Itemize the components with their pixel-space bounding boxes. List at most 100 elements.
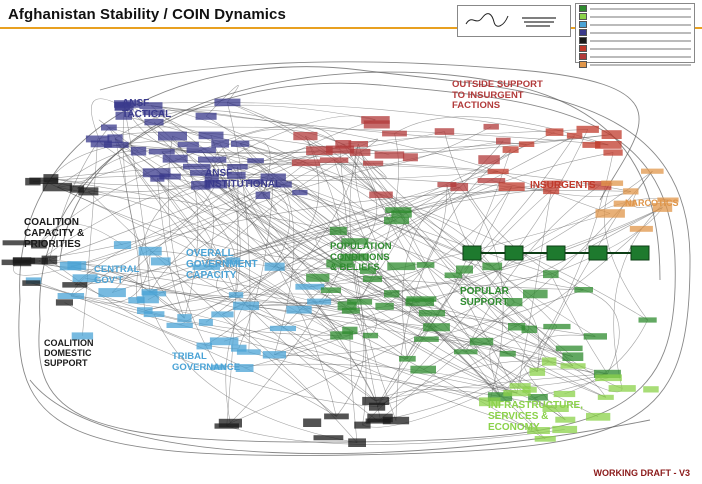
- variable-node: [319, 157, 349, 163]
- causal-edge: [70, 183, 217, 267]
- cluster-label-ansf-tactical: ANSF TACTICAL: [122, 98, 172, 120]
- variable-node: [210, 364, 225, 370]
- causal-edge: [346, 305, 518, 394]
- causal-edge: [453, 275, 574, 357]
- working-draft-label: WORKING DRAFT - V3: [593, 468, 691, 478]
- variable-node: [450, 183, 469, 192]
- causal-edge: [201, 150, 337, 417]
- variable-node: [594, 369, 621, 378]
- variable-node: [225, 257, 241, 265]
- causal-edge: [57, 186, 355, 260]
- causal-edge: [359, 152, 596, 337]
- variable-node: [98, 288, 126, 298]
- causal-edge: [274, 273, 551, 355]
- causal-edge: [112, 186, 512, 293]
- variable-node: [227, 164, 248, 170]
- causal-edge: [227, 102, 454, 276]
- causal-edge: [398, 209, 539, 431]
- cluster-label-overall-govt: OVERALL GOVERNMENT CAPACITY: [186, 248, 258, 281]
- variable-node: [231, 344, 247, 352]
- variable-node: [506, 298, 523, 307]
- variable-node: [211, 139, 229, 148]
- variable-node: [528, 394, 548, 401]
- variable-node: [78, 187, 99, 196]
- legend: [575, 3, 695, 68]
- variable-node: [141, 289, 158, 296]
- variable-node: [293, 131, 318, 141]
- legend-row: [579, 13, 691, 20]
- cluster-label-population: POPULATION CONDITIONS & BELIEFS: [330, 241, 392, 273]
- causal-edge: [244, 170, 653, 369]
- variable-node: [31, 240, 47, 249]
- variable-node: [262, 351, 286, 359]
- variable-node: [85, 135, 110, 143]
- variable-node: [529, 367, 546, 376]
- variable-node: [586, 412, 611, 421]
- variable-node: [444, 272, 463, 279]
- variable-node: [629, 225, 653, 232]
- variable-node: [382, 130, 407, 137]
- variable-node: [233, 301, 259, 311]
- variable-node: [560, 363, 586, 369]
- variable-node: [354, 421, 371, 429]
- variable-node: [57, 293, 85, 299]
- variable-node: [521, 325, 537, 334]
- causal-edge: [150, 105, 499, 172]
- variable-node: [231, 140, 250, 147]
- variable-node: [313, 435, 344, 441]
- variable-node: [502, 146, 519, 153]
- causal-edge: [446, 184, 574, 367]
- cluster-label-insurgents: INSURGENTS: [530, 180, 596, 191]
- variable-node: [543, 270, 559, 279]
- variable-node: [190, 169, 212, 176]
- variable-node: [196, 342, 212, 350]
- variable-node: [138, 246, 162, 256]
- variable-node: [269, 325, 296, 332]
- causal-edge: [149, 292, 508, 354]
- legend-row: [579, 45, 691, 52]
- legend-text-placeholder: [590, 23, 691, 26]
- causal-edge: [99, 61, 640, 201]
- causal-edge: [150, 250, 490, 403]
- causal-edge: [298, 186, 512, 310]
- variable-node: [274, 181, 292, 188]
- variable-node: [101, 124, 117, 131]
- variable-node: [337, 301, 357, 311]
- variable-node: [597, 394, 614, 400]
- legend-swatch: [579, 61, 587, 68]
- legend-text-placeholder: [590, 7, 691, 10]
- causal-edge: [583, 289, 620, 375]
- variable-node: [362, 396, 390, 405]
- variable-node: [487, 168, 509, 175]
- variable-node: [601, 130, 622, 139]
- variable-node: [552, 425, 578, 434]
- variable-node: [12, 257, 36, 264]
- title-rule: [0, 27, 702, 29]
- variable-node: [235, 364, 254, 372]
- variable-node: [348, 438, 366, 447]
- cluster-label-popular-support: POPULAR SUPPORT: [460, 286, 509, 308]
- variable-node: [509, 383, 531, 389]
- variable-node: [292, 189, 308, 196]
- diagram-nodes: [1, 98, 679, 447]
- causal-edge: [161, 134, 612, 153]
- variable-node: [522, 386, 537, 393]
- causal-edge: [114, 138, 275, 267]
- variable-node: [641, 168, 664, 174]
- variable-node: [247, 158, 264, 164]
- variable-node: [562, 352, 584, 361]
- variable-node: [375, 302, 394, 310]
- variable-node: [114, 101, 130, 111]
- variable-node: [588, 181, 612, 190]
- variable-node: [469, 337, 494, 346]
- variable-node: [214, 423, 239, 429]
- variable-node: [638, 317, 657, 323]
- variable-node: [286, 305, 312, 314]
- variable-node: [330, 331, 354, 340]
- variable-node: [384, 290, 400, 298]
- causal-edge: [248, 351, 608, 389]
- variable-node: [307, 298, 332, 305]
- variable-node: [418, 310, 446, 317]
- variable-node: [423, 323, 450, 332]
